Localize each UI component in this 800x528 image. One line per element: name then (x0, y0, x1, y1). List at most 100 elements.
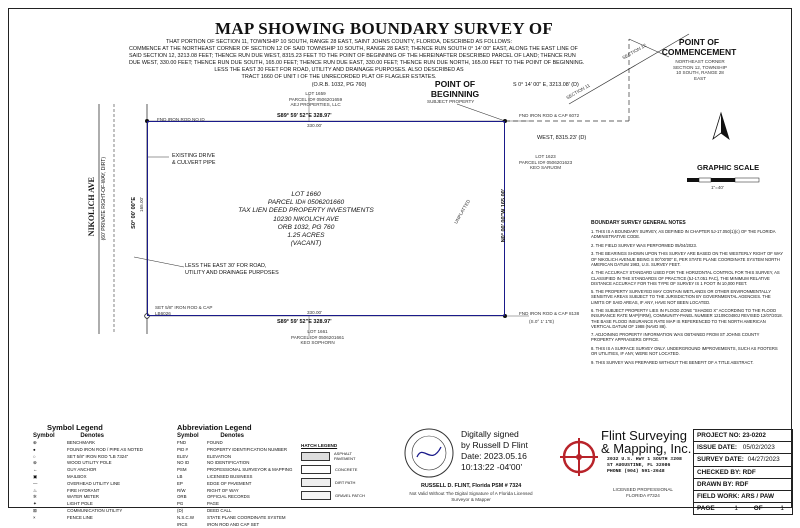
road-name: NIKOLICH AVE (87, 177, 96, 237)
drawn-by: DRAWN BY: RDF (694, 479, 792, 491)
hatch-label: CONCRETE (335, 467, 358, 472)
abbr-legend-text: OFFICIAL RECORDS (207, 494, 250, 500)
license-line: LICENSED PROFESSIONAL (613, 487, 673, 492)
abbr-legend-text: PROFESSIONAL SURVEYOR & MAPPING (207, 467, 293, 473)
set-rod-sw-marker (144, 313, 150, 319)
hatch-legend: HATCH LEGEND ASPHALT PAVEMENT CONCRETE DIR… (301, 443, 373, 504)
abbr-legend-row: LB LICENSED BUSINESS (177, 474, 297, 481)
symbol-legend-text: GUY ANCHOR (67, 467, 97, 473)
lot-line: PARCEL ID# 0506201660 (267, 199, 345, 207)
fnd-rod-ne-label: FND IRON ROD & CAP 6072 (519, 113, 580, 118)
symbol-legend-symbol: ✲ (33, 494, 37, 500)
abbr-legend-symbol: LB (177, 473, 183, 479)
lot-south-line: PARCEL ID# 0506201661 (291, 334, 345, 340)
abbr-legend-col1: Symbol (177, 433, 199, 439)
fnd-rod-se-label: FND IRON ROD & CAP 8138 (519, 311, 580, 316)
east-side-bearing: N0° 00' 00"W 165.00' (501, 189, 507, 243)
symbol-legend-row: ⊕BENCHMARK (33, 440, 143, 447)
note-item: 6. THE SUBJECT PROPERTY LIES IN FLOOD ZO… (591, 308, 783, 329)
abbr-legend-text: LICENSED BUSINESS (207, 473, 253, 479)
company-license: LICENSED PROFESSIONAL FLORIDA #7324 (613, 487, 673, 498)
surveyor-seal-icon (404, 428, 454, 478)
hatch-legend-row: CONCRETE (301, 465, 373, 474)
lot-line: 10230 NIKOLICH AVE (273, 215, 339, 223)
set-rod-sw-label: SET 5/8" IRON ROD & CAP LB6026 (155, 305, 213, 316)
symbol-legend-row: ♨FIRE HYDRANT (33, 488, 143, 495)
hatch-label: GRAVEL PATCH (335, 493, 365, 498)
hatch-legend-title: HATCH LEGEND (301, 443, 338, 448)
graphic-scale-title: GRAPHIC SCALE (697, 163, 760, 172)
abbr-legend-symbol: FND (177, 440, 187, 445)
abbr-legend-row: PSM PROFESSIONAL SURVEYOR & MAPPING (177, 467, 297, 474)
poc-line: 10 SOUTH, RANGE 28 (676, 70, 724, 76)
drive-line: & CULVERT PIPE (172, 160, 216, 166)
point-of-commencement: POINT OF COMMENCEMENT (661, 37, 737, 57)
note-item: 8. THIS IS A SURFACE SURVEY ONLY. UNDERG… (591, 345, 778, 357)
hatch-legend-row: DIRT PATH (301, 478, 373, 487)
symbol-legend-symbol: ♨ (33, 487, 37, 493)
abbr-legend-row: FND FOUND (177, 440, 297, 447)
general-notes: BOUNDARY SURVEY GENERAL NOTES 1. THIS IS… (591, 220, 783, 368)
abbr-legend-symbol: PG (177, 501, 184, 507)
abbr-legend-col2: Denotes (220, 433, 245, 439)
bearing-top: S89° 59' 52"E 328.97' (277, 113, 332, 119)
lot-line: ORB 1032, PG 760 (277, 223, 335, 231)
symbol-legend-symbol: ⊗ (33, 460, 37, 466)
hatch-label: ASPHALT PAVEMENT (334, 451, 356, 461)
abbr-legend-symbol: PID # (177, 446, 188, 452)
page-number: 1 (734, 505, 738, 513)
lot-east-line: LOT 1623 (535, 154, 556, 159)
west-side-bearing: S0° 00' 00"E (131, 197, 137, 229)
abbr-legend-symbol: PSM (177, 467, 187, 473)
pob-subject: SUBJECT PROPERTY (427, 99, 475, 104)
lot-south-label: LOT 1661 PARCEL ID# 0506201661 KEO SOPHO… (291, 329, 344, 346)
note-item: 1. THIS IS A BOUNDARY SURVEY, AS DEFINED… (591, 229, 776, 240)
symbol-legend-row: ✲WATER METER (33, 494, 143, 501)
project-number: PROJECT NO: 23-0202 (694, 430, 792, 443)
drive-line: EXISTING DRIVE (172, 153, 216, 159)
abbr-legend-row: (D)DEED CALL (177, 508, 297, 515)
section-line (568, 33, 690, 105)
abbr-legend-text: FOUND (207, 440, 223, 445)
field-work: FIELD WORK: ARS / PAW (694, 491, 792, 504)
poc-line: EAST (694, 75, 706, 81)
abbr-legend-text: RIGHT OF WAY (207, 487, 239, 493)
poc-line: NORTHEAST CORNER (675, 59, 725, 64)
poc-line: SECTION 12, TOWNSHIP (673, 64, 727, 70)
abbr-legend-symbol: NO ID (177, 460, 190, 466)
desc-line: TRACT 1660 OF UNIT I OF THE UNRECORDED P… (241, 74, 437, 81)
abbr-legend-text: PROPERTY IDENTIFICATION NUMBER (207, 446, 288, 452)
less-east-leader (133, 256, 185, 268)
page-row: PAGE 1 OF 1 (694, 503, 792, 516)
existing-drive-label: EXISTING DRIVE & CULVERT PIPE (172, 153, 215, 167)
subject-lot-label: LOT 1660 PARCEL ID# 0506201660 TAX LIEN … (231, 191, 381, 248)
company-name-line: & Mapping, Inc. (601, 441, 692, 456)
notes-heading: BOUNDARY SURVEY GENERAL NOTES (591, 220, 686, 226)
survey-date-row: SURVEY DATE: 04/27/2023 (694, 454, 792, 467)
symbol-legend-text: OVERHEAD UTILITY LINE (67, 480, 121, 486)
south-distance: S 0° 14' 00" E, 3213.08' (D) (513, 82, 579, 88)
symbol-legend-text: SET 5/8" IRON ROD "LB 7324" (67, 453, 129, 459)
symbol-legend-symbol: ⊠ (33, 507, 37, 513)
symbol-legend-row: ⊗WOOD UTILITY POLE (33, 460, 143, 467)
desc-line: COMMENCE AT THE NORTHEAST CORNER OF SECT… (129, 46, 578, 53)
symbol-legend-row: ○SET 5/8" IRON ROD "LB 7324" (33, 454, 143, 461)
abbr-legend-text: ELEVATION (207, 453, 231, 459)
less-east-line: UTILITY AND DRAINAGE PURPOSES (185, 270, 279, 276)
lot-north-line: LOT 1659 (305, 91, 326, 96)
lot-south-line: KEO SOPHORN (300, 340, 335, 346)
desc-line: SAID SECTION 12, 3213.08 FEET; THENCE RU… (129, 53, 576, 60)
note-item: 2. THE FIELD SURVEY WAS PERFORMED 05/04/… (591, 242, 697, 248)
less-east-line: LESS THE EAST 30' FOR ROAD, (185, 263, 267, 269)
pob-leader (456, 103, 506, 122)
abbr-legend-row: PID # PROPERTY IDENTIFICATION NUMBER (177, 447, 297, 454)
symbol-legend-text: MAILBOX (67, 473, 87, 479)
desc-line: DUE WEST, 330.00 FEET; THENCE RUN DUE SO… (129, 60, 585, 67)
lot-north-line: PARCEL ID# 0506201659 (289, 96, 343, 102)
symbol-legend-row: ⊠COMMUNICATION UTILITY (33, 508, 143, 515)
abbreviation-legend-rows: FND FOUND PID # PROPERTY IDENTIFICATION NUM… (177, 440, 297, 528)
